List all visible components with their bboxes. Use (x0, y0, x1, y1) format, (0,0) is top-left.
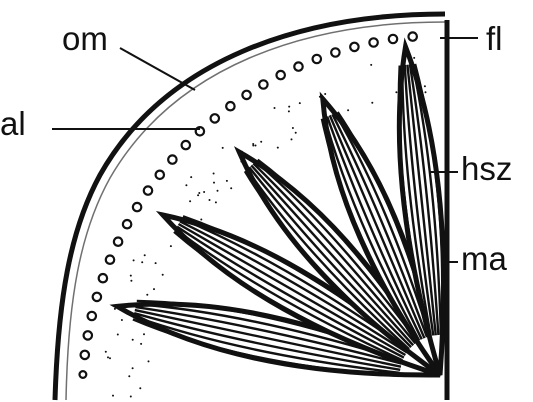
label-ma-text: ma (461, 240, 507, 277)
albedo-dot (222, 147, 224, 149)
oil-gland (99, 274, 107, 282)
oil-gland (226, 102, 234, 110)
albedo-dot (291, 138, 293, 140)
albedo-dot (413, 57, 415, 59)
albedo-dot (203, 191, 205, 193)
oil-gland (331, 48, 339, 56)
albedo-dot (141, 261, 143, 263)
oil-gland (144, 186, 152, 194)
oil-gland (350, 43, 358, 51)
oil-gland (182, 141, 190, 149)
albedo-dot (130, 396, 132, 398)
albedo-dot (213, 182, 215, 184)
albedo-dot (370, 64, 372, 66)
albedo-dot (130, 280, 132, 282)
label-ma: ma (443, 240, 507, 277)
albedo-dot (133, 259, 135, 261)
oil-gland (114, 238, 122, 246)
albedo-dot (260, 141, 262, 143)
oil-gland (389, 35, 397, 43)
albedo-dot (200, 219, 202, 221)
albedo-dot (198, 192, 200, 194)
albedo-dot (105, 351, 107, 353)
albedo-dot (395, 91, 397, 93)
oil-gland (259, 80, 267, 88)
albedo-dot (185, 184, 187, 186)
label-hsz-text: hsz (461, 150, 512, 187)
albedo-dot (215, 201, 217, 203)
oil-gland (88, 312, 96, 320)
oil-gland (168, 155, 176, 163)
oil-gland (133, 203, 141, 211)
albedo-dot (139, 387, 141, 389)
albedo-dot (132, 367, 134, 369)
oil-gland (369, 38, 377, 46)
albedo-dot (148, 360, 150, 362)
albedo-dot (144, 254, 146, 256)
albedo-dot (255, 145, 257, 147)
oil-gland (313, 55, 321, 63)
oil-gland (93, 293, 101, 301)
albedo-dot (132, 339, 134, 341)
albedo-dot (295, 132, 297, 134)
oil-gland (84, 331, 92, 339)
oil-gland (106, 256, 114, 264)
albedo-dot (209, 199, 211, 201)
oil-gland (80, 371, 87, 378)
label-al-text: al (0, 105, 26, 142)
label-om-text: om (62, 20, 108, 57)
albedo-dot (143, 333, 145, 335)
albedo-dot (189, 200, 191, 202)
oil-gland (123, 220, 131, 228)
albedo-dot (288, 106, 290, 108)
oil-gland (277, 71, 285, 79)
albedo-dot (277, 147, 279, 149)
albedo-dot (112, 395, 114, 397)
label-al: al (0, 105, 200, 142)
albedo-dot (252, 143, 254, 145)
oil-gland (81, 351, 89, 359)
albedo-dot (424, 85, 426, 87)
oil-gland (156, 171, 164, 179)
albedo-dot (230, 187, 232, 189)
albedo-dot (153, 288, 155, 290)
albedo-dot (324, 93, 326, 95)
albedo-dot (371, 102, 373, 104)
label-fl-text: fl (486, 20, 503, 57)
albedo-dot (425, 91, 427, 93)
albedo-dot (347, 109, 349, 111)
albedo-dot (226, 180, 228, 182)
albedo-dot (146, 294, 148, 296)
albedo-dot (197, 194, 199, 196)
albedo-dot (128, 375, 130, 377)
albedo-dot (121, 319, 123, 321)
albedo-dot (288, 110, 290, 112)
albedo-dot (299, 102, 301, 104)
albedo-dot (274, 107, 276, 109)
albedo-dot (213, 173, 215, 175)
oil-gland (211, 114, 219, 122)
albedo-dot (217, 190, 219, 192)
albedo-dot (117, 334, 119, 336)
oil-gland (294, 62, 302, 70)
albedo-dot (109, 357, 111, 359)
label-om-leader (120, 48, 195, 90)
albedo-dot (170, 245, 172, 247)
label-om: om (62, 20, 195, 90)
albedo-dot (190, 176, 192, 178)
albedo-dot (107, 356, 109, 358)
albedo-dot (140, 343, 142, 345)
oil-gland (409, 32, 417, 40)
albedo-dot (162, 274, 164, 276)
albedo-dot (292, 127, 294, 129)
albedo-dot (155, 262, 157, 264)
label-hsz: hsz (430, 150, 512, 187)
albedo-dot (130, 275, 132, 277)
oil-gland (242, 91, 250, 99)
